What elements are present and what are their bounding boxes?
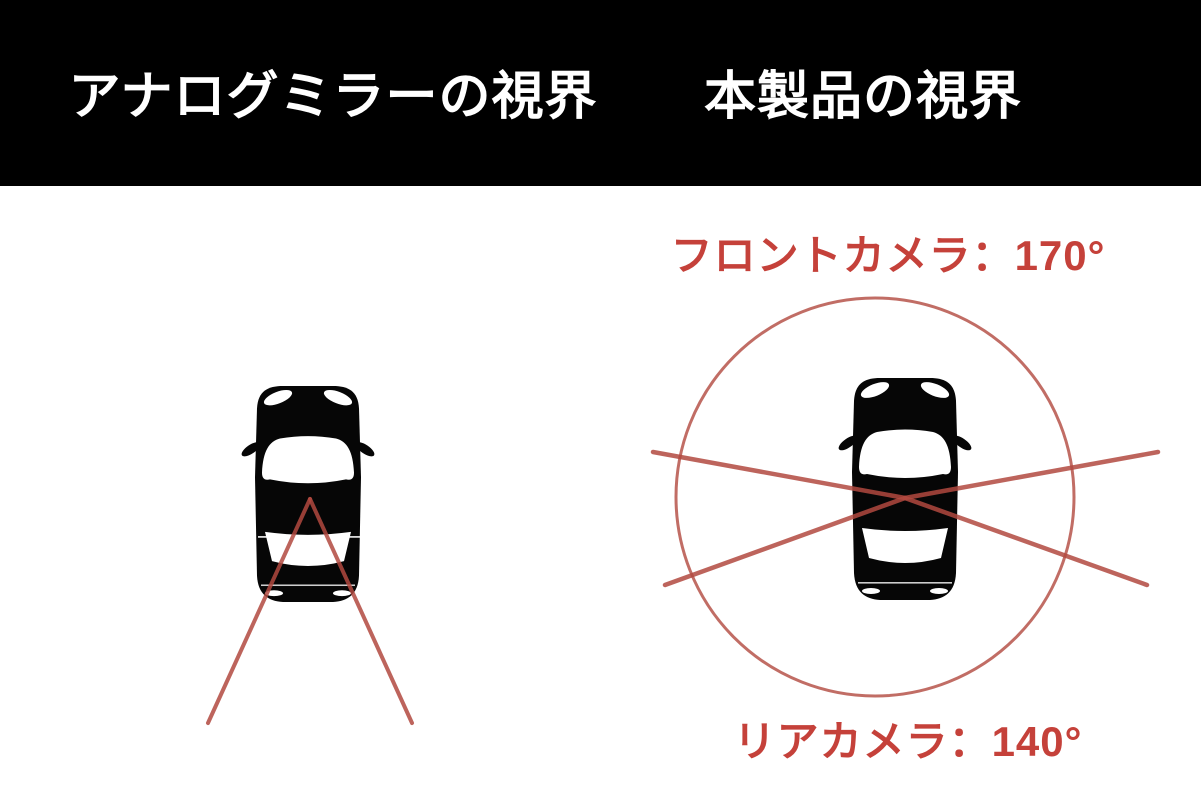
rear-fov-right-line <box>902 495 1150 588</box>
rear-camera-angle-label: リアカメラ：140° <box>733 718 1083 765</box>
car-top-view-icon-left <box>239 385 377 602</box>
mirror-fov-right-line <box>308 497 414 725</box>
front-fov-left-line <box>650 449 908 501</box>
front-camera-angle-label: フロントカメラ：170° <box>670 232 1106 279</box>
rear-fov-left-line <box>662 495 908 588</box>
front-fov-right-line <box>902 449 1161 501</box>
mirror-fov-left-line <box>206 497 312 725</box>
analog-mirror-view-title: アナログミラーの視界 <box>68 68 598 126</box>
camera-coverage-circle <box>674 296 1076 698</box>
product-view-title: 本製品の視界 <box>703 68 1023 126</box>
car-body-seam-line <box>258 536 363 538</box>
header-band: アナログミラーの視界 本製品の視界 <box>0 0 1201 186</box>
